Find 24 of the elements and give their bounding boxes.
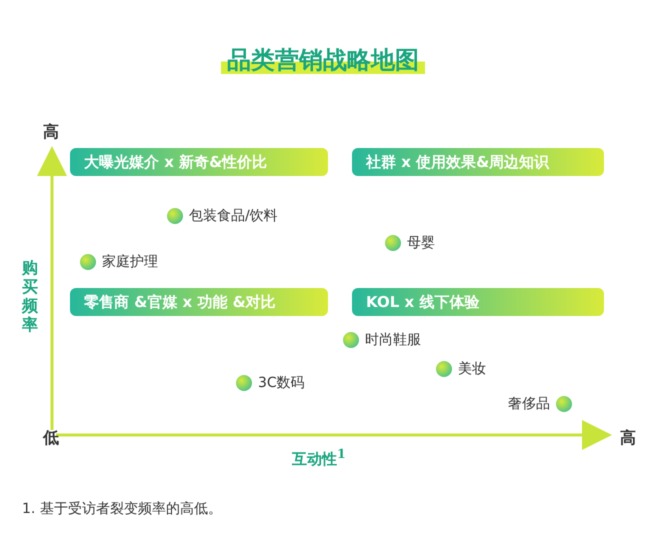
data-point bbox=[556, 396, 572, 412]
data-point bbox=[343, 332, 359, 348]
axis-title: 购买频率 bbox=[22, 258, 39, 334]
axis-label: 高 bbox=[43, 122, 59, 143]
point-label: 包装食品/饮料 bbox=[189, 207, 278, 225]
footnote: 1. 基于受访者裂变频率的高低。 bbox=[22, 500, 222, 518]
data-point bbox=[385, 235, 401, 251]
data-point bbox=[167, 208, 183, 224]
strategy-banner: 零售商 &官媒 x 功能 &对比 bbox=[70, 288, 328, 316]
point-label: 美妆 bbox=[458, 360, 486, 378]
axis-title: 互动性$^{1}$ bbox=[292, 446, 346, 469]
data-point bbox=[80, 254, 96, 270]
point-label: 家庭护理 bbox=[102, 253, 158, 271]
point-label: 时尚鞋服 bbox=[365, 331, 421, 349]
strategy-banner: 大曝光媒介 x 新奇&性价比 bbox=[70, 148, 328, 176]
point-label: 奢侈品 bbox=[508, 395, 550, 413]
data-point bbox=[436, 361, 452, 377]
data-point bbox=[236, 375, 252, 391]
strategy-banner: 社群 x 使用效果&周边知识 bbox=[352, 148, 604, 176]
axis-label: 低 bbox=[43, 428, 59, 449]
point-label: 3C数码 bbox=[258, 374, 305, 392]
point-label: 母婴 bbox=[407, 234, 435, 252]
strategy-banner: KOL x 线下体验 bbox=[352, 288, 604, 316]
axis-label: 高 bbox=[620, 428, 636, 449]
